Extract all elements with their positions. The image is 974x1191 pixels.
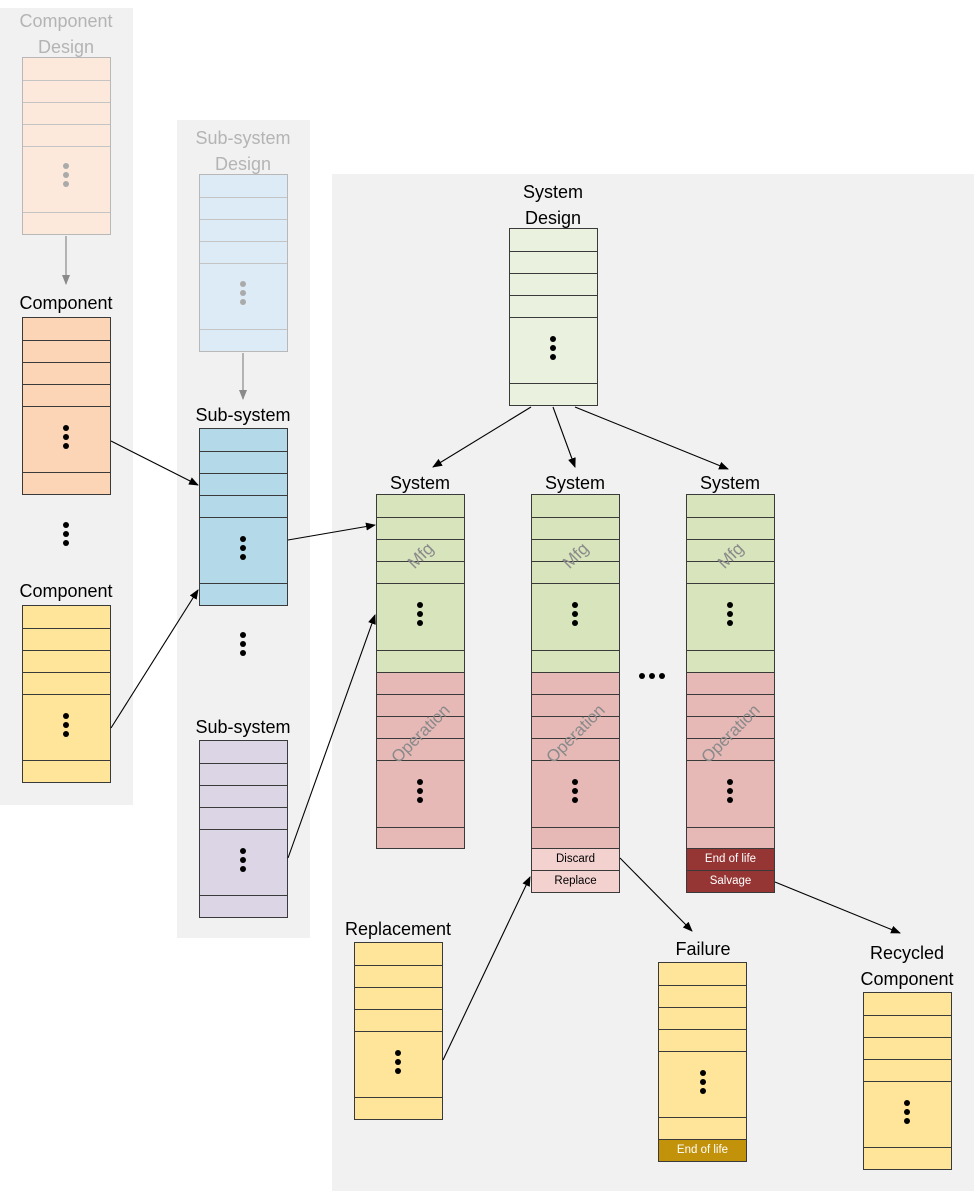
component-design-label: Component Design: [19, 11, 113, 57]
system-design-label: System Design: [522, 182, 584, 228]
ellipsis-icon: [395, 1050, 401, 1077]
subsystem-label: Sub-system: [195, 405, 291, 425]
subsystem-label: Sub-system: [195, 717, 291, 737]
more-subsystems-icon: [240, 632, 246, 659]
ellipsis-icon: [700, 1070, 706, 1097]
subsystem-stack: [199, 428, 288, 606]
more-systems-icon: [639, 673, 665, 679]
system-design-stack: [509, 228, 598, 406]
ellipsis-icon: [727, 779, 733, 806]
recycled-component-stack: [863, 992, 952, 1170]
component-design-stack: [22, 57, 111, 235]
component-stack: [22, 317, 111, 495]
more-components-icon: [63, 522, 69, 549]
system-stack: [376, 494, 465, 849]
replace-cell: Replace: [531, 870, 620, 893]
system-label: System: [544, 473, 606, 493]
system-label: System: [699, 473, 761, 493]
ellipsis-icon: [63, 713, 69, 740]
replacement-label: Replacement: [344, 919, 452, 939]
failure-end-of-life-cell: End of life: [658, 1139, 747, 1162]
ellipsis-icon: [904, 1100, 910, 1127]
ellipsis-icon: [572, 602, 578, 629]
end-of-life-cell: End of life: [686, 848, 775, 871]
ellipsis-icon: [240, 536, 246, 563]
salvage-cell: Salvage: [686, 870, 775, 893]
subsystem-design-stack: [199, 174, 288, 352]
ellipsis-icon: [417, 779, 423, 806]
subsystem-stack: [199, 740, 288, 918]
replacement-stack: [354, 942, 443, 1120]
ellipsis-icon: [727, 602, 733, 629]
ellipsis-icon: [240, 848, 246, 875]
discard-cell: Discard: [531, 848, 620, 871]
component-label: Component: [19, 293, 113, 313]
recycled-component-label: Recycled Component: [860, 943, 954, 989]
system-label: System: [389, 473, 451, 493]
failure-stack: [658, 962, 747, 1140]
ellipsis-icon: [240, 281, 246, 308]
ellipsis-icon: [550, 336, 556, 363]
ellipsis-icon: [63, 425, 69, 452]
ellipsis-icon: [63, 163, 69, 190]
component-label: Component: [19, 581, 113, 601]
component-stack: [22, 605, 111, 783]
failure-label: Failure: [675, 939, 731, 959]
ellipsis-icon: [417, 602, 423, 629]
ellipsis-icon: [572, 779, 578, 806]
subsystem-design-label: Sub-system Design: [195, 128, 291, 174]
